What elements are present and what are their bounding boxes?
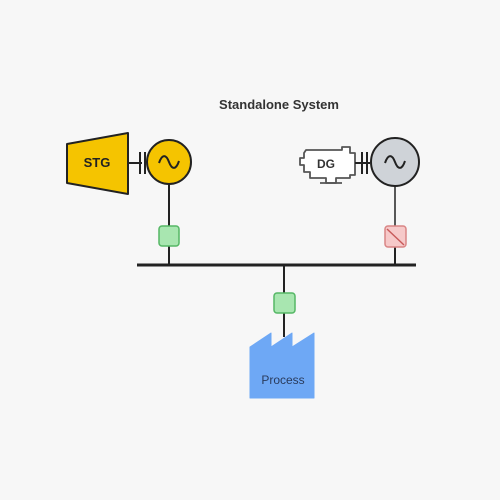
- stg-label: STG: [84, 155, 111, 170]
- process-breaker-closed[interactable]: [273, 292, 296, 314]
- factory-icon: [249, 332, 315, 399]
- sine-wave-icon: [384, 155, 406, 169]
- steam-turbine[interactable]: STG: [66, 132, 129, 195]
- diagram-title: Standalone System: [219, 97, 339, 112]
- sine-wave-icon: [158, 155, 180, 169]
- stg-shaft-coupling: [128, 152, 146, 174]
- process-label: Process: [261, 373, 304, 387]
- dg-generator[interactable]: [370, 137, 420, 187]
- process-load[interactable]: Process: [249, 332, 315, 399]
- dg-breaker-open[interactable]: [384, 225, 407, 248]
- stg-generator[interactable]: [146, 139, 192, 185]
- turbine-icon: [66, 132, 129, 195]
- diesel-generator-engine[interactable]: DG: [299, 146, 356, 184]
- dg-label: DG: [317, 157, 335, 171]
- dg-shaft-coupling: [355, 152, 370, 174]
- stg-breaker-closed[interactable]: [158, 225, 180, 247]
